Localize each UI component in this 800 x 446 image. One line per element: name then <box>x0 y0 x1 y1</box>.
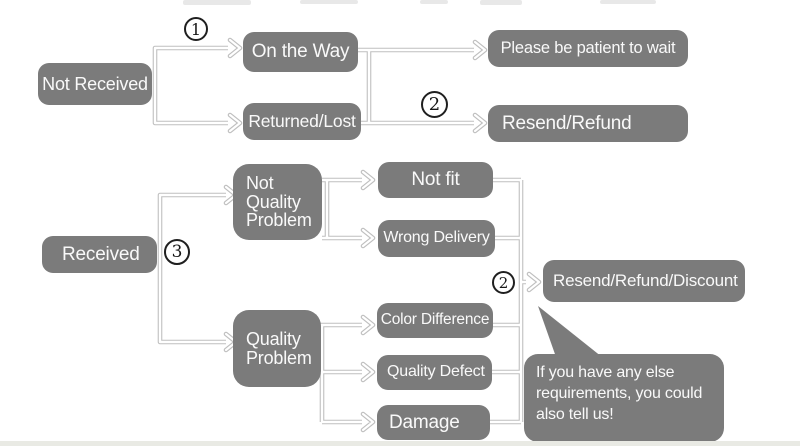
node-returned-lost: Returned/Lost <box>243 103 361 140</box>
node-damage: Damage <box>377 405 490 440</box>
top-edge-artifact <box>300 0 358 4</box>
node-not-quality-problem: Not Quality Problem <box>233 164 322 240</box>
top-edge-artifact <box>183 0 251 5</box>
node-wrong-delivery: Wrong Delivery <box>378 220 495 257</box>
top-edge-artifact <box>480 0 522 5</box>
node-not-fit: Not fit <box>378 162 493 198</box>
top-edge-artifact <box>600 0 656 4</box>
node-received: Received <box>42 236 157 273</box>
top-edge-artifact <box>420 0 448 4</box>
node-resend-refund-discount: Resend/Refund/Discount <box>543 260 745 302</box>
node-on-the-way: On the Way <box>243 32 358 72</box>
node-color-difference: Color Difference <box>377 303 493 338</box>
node-quality-problem: Quality Problem <box>233 310 321 387</box>
node-quality-defect: Quality Defect <box>377 355 492 390</box>
connector-lines <box>152 45 526 425</box>
node-resend-refund: Resend/Refund <box>488 105 688 142</box>
step-2-badge-top: 2 <box>421 91 448 118</box>
speech-bubble: If you have any else requirements, you c… <box>524 354 724 442</box>
step-1-badge: 1 <box>184 17 208 41</box>
bottom-edge-band <box>0 441 800 446</box>
speech-bubble-tail <box>538 306 602 357</box>
step-2-badge-bottom: 2 <box>492 271 515 294</box>
node-please-be-patient: Please be patient to wait <box>488 30 688 67</box>
node-not-received: Not Received <box>38 63 152 105</box>
step-3-badge: 3 <box>164 239 190 265</box>
